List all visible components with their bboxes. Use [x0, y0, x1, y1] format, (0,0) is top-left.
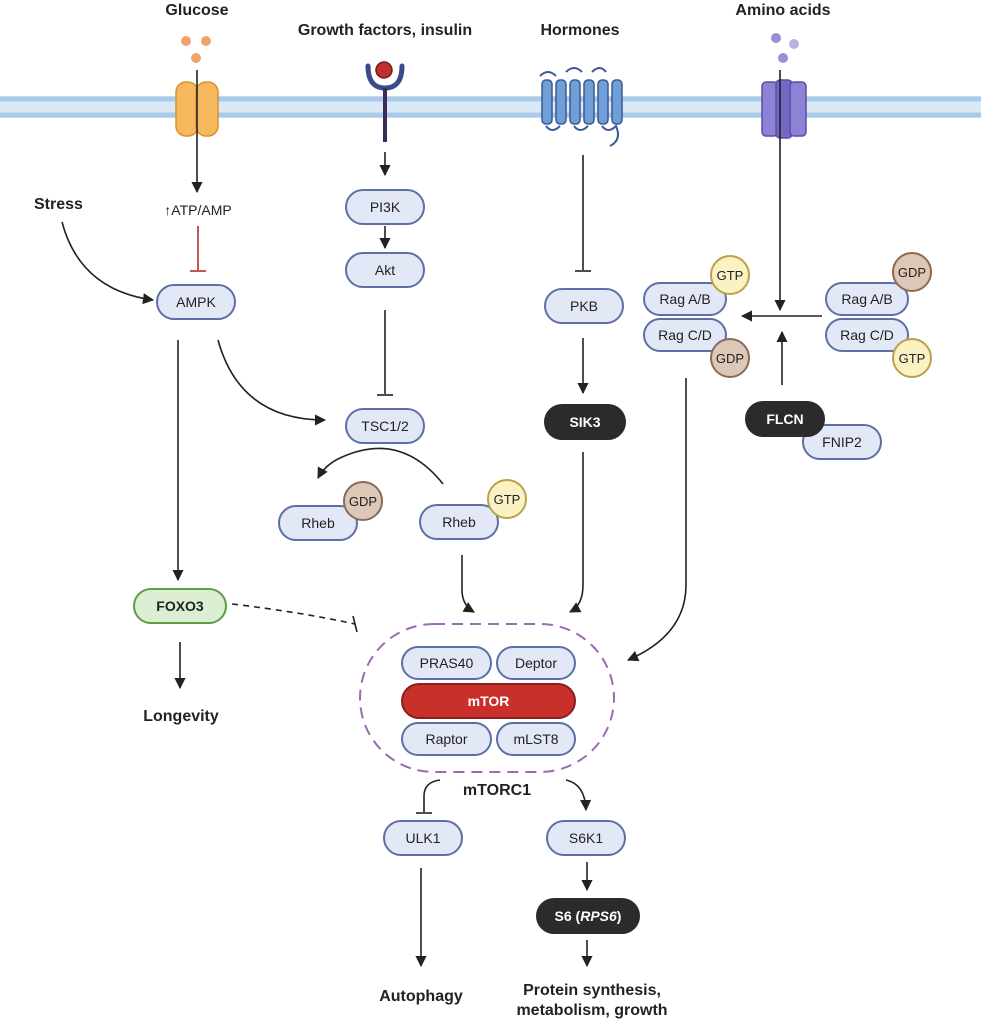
hormones-label: Hormones	[540, 22, 620, 39]
s6-rps6-node: S6 (RPS6)	[536, 898, 640, 934]
pras40-node: PRAS40	[401, 646, 492, 680]
atp-amp-label: ↑ATP/AMP	[164, 202, 232, 218]
atp-inhibits-ampk	[190, 226, 206, 272]
gdp-badge: GDP	[343, 481, 383, 521]
protein-synthesis-label-line2: metabolism, growth	[516, 1002, 668, 1019]
longevity-label: Longevity	[143, 708, 219, 725]
s6k1-node: S6K1	[546, 820, 626, 856]
stress-label: Stress	[34, 196, 83, 213]
pi3k-node: PI3K	[345, 189, 425, 225]
ampk-node: AMPK	[156, 284, 236, 320]
s6-prefix: S6 (	[554, 908, 581, 924]
amino-acid-molecules-icon	[771, 33, 799, 63]
insulin-receptor-icon	[365, 61, 405, 142]
mtor-node: mTOR	[401, 683, 576, 719]
glucose-transporter-icon	[175, 81, 219, 137]
tsc1-2-node: TSC1/2	[345, 408, 425, 444]
gpcr-receptor-icon	[539, 67, 623, 147]
growth-factors-label: Growth factors, insulin	[297, 22, 473, 39]
mlst8-node: mLST8	[496, 722, 576, 756]
pkb-node: PKB	[544, 288, 624, 324]
raptor-node: Raptor	[401, 722, 492, 756]
amino-acids-label: Amino acids	[735, 2, 831, 19]
protein-synthesis-label-line1: Protein synthesis,	[523, 982, 661, 999]
foxo3-node: FOXO3	[133, 588, 227, 624]
mtorc1-complex-outline	[359, 623, 615, 773]
gtp-badge: GTP	[710, 255, 750, 295]
flcn-node: FLCN	[745, 401, 825, 437]
gdp-badge: GDP	[892, 252, 932, 292]
glucose-label: Glucose	[165, 2, 229, 19]
mtorc1-label: mTORC1	[462, 782, 532, 799]
cell-membrane	[0, 96, 981, 118]
akt-node: Akt	[345, 252, 425, 288]
rag-cd-left-node: Rag C/D	[643, 318, 727, 352]
deptor-node: Deptor	[496, 646, 576, 680]
glucose-molecules-icon	[181, 36, 211, 63]
ulk1-node: ULK1	[383, 820, 463, 856]
rag-cd-right-node: Rag C/D	[825, 318, 909, 352]
s6-suffix: )	[616, 908, 622, 924]
rheb-gtp-node: Rheb	[419, 504, 499, 540]
rag-ab-left-node: Rag A/B	[643, 282, 727, 316]
gtp-badge: GTP	[892, 338, 932, 378]
autophagy-label: Autophagy	[379, 988, 463, 1005]
sik3-node: SIK3	[544, 404, 626, 440]
rag-ab-right-node: Rag A/B	[825, 282, 909, 316]
gtp-badge: GTP	[487, 479, 527, 519]
amino-acid-transporter-icon	[761, 79, 807, 139]
rheb-gdp-node: Rheb	[278, 505, 358, 541]
fnip2-node: FNIP2	[802, 424, 882, 460]
rps6-gene: RPS6	[580, 908, 617, 924]
pathway-connectors	[61, 70, 822, 968]
gdp-badge: GDP	[710, 338, 750, 378]
